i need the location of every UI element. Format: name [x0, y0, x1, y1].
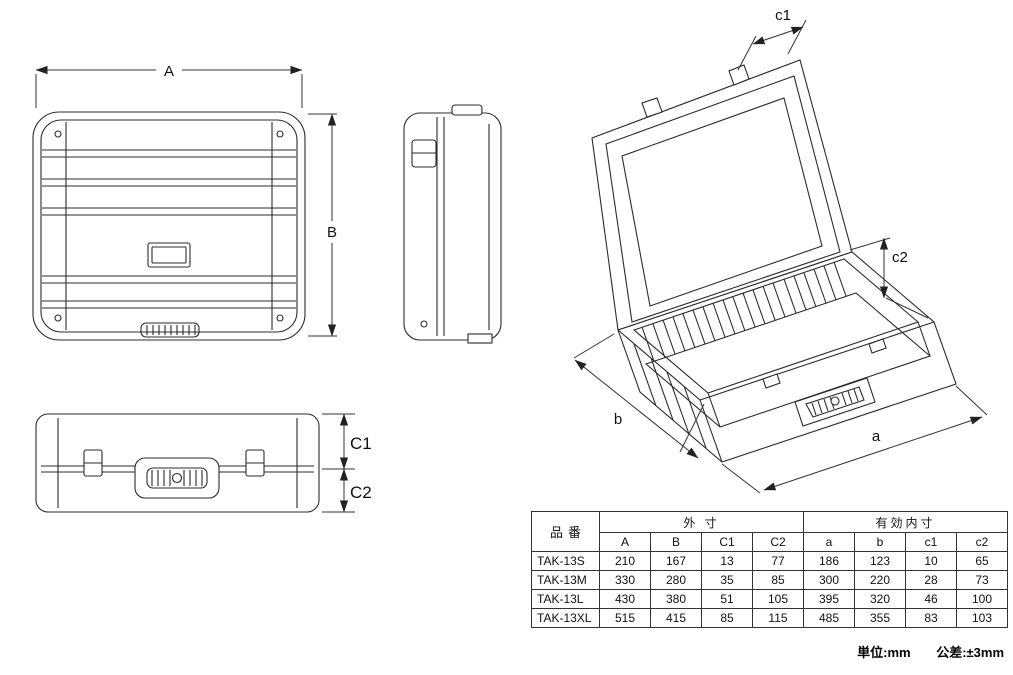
- col-header-a: a: [803, 532, 855, 552]
- value-cell: 300: [803, 570, 855, 590]
- unit-note: 単位:mm: [857, 645, 911, 660]
- dim-label-C2: C2: [350, 483, 372, 502]
- table-row: TAK-13L 430 380 51 105 395 320 46 100: [531, 589, 1008, 609]
- front-latch-right: [245, 449, 265, 477]
- col-header-b: b: [854, 532, 906, 552]
- table-header-cols: A B C1 C2 a b c1 c2: [532, 532, 1008, 552]
- table-row: TAK-13M 330 280 35 85 300 220 28 73: [531, 570, 1008, 590]
- label-plate: [147, 242, 191, 268]
- top-view: [32, 111, 306, 341]
- col-header-part: 品番: [531, 511, 600, 552]
- dim-B: B: [308, 113, 337, 337]
- iso-lid: [591, 59, 853, 331]
- lid-latch-1: [641, 97, 663, 118]
- dim-c2: c2: [849, 237, 929, 319]
- table-row: TAK-13XL 515 415 85 115 485 355 83 103: [531, 608, 1008, 628]
- value-cell: 395: [803, 589, 855, 609]
- dim-b: b: [573, 333, 705, 459]
- value-cell: 46: [905, 589, 957, 609]
- value-cell: 85: [701, 608, 753, 628]
- value-cell: 515: [599, 608, 651, 628]
- value-cell: 51: [701, 589, 753, 609]
- dim-C1-C2: C1 C2: [322, 413, 372, 513]
- spec-table: 品番 外 寸 有効内寸 A B C1 C2 a b c1 c2 TAK-13S …: [531, 511, 1008, 628]
- front-handle: [134, 457, 220, 499]
- value-cell: 73: [956, 570, 1008, 590]
- value-cell: 320: [854, 589, 906, 609]
- base-latch-catch-2: [868, 338, 887, 354]
- front-view: [35, 413, 320, 513]
- dim-a: a: [721, 385, 988, 494]
- footer-note: 単位:mm 公差:±3mm: [857, 642, 1004, 661]
- value-cell: 77: [752, 551, 804, 571]
- top-handle: [140, 322, 200, 338]
- value-cell: 35: [701, 570, 753, 590]
- part-number: TAK-13S: [531, 551, 600, 571]
- value-cell: 103: [956, 608, 1008, 628]
- table-row: TAK-13S 210 167 13 77 186 123 10 65: [531, 551, 1008, 571]
- col-header-c1: c1: [905, 532, 957, 552]
- part-number: TAK-13M: [531, 570, 600, 590]
- value-cell: 210: [599, 551, 651, 571]
- lid-latch-2: [728, 64, 750, 86]
- dim-label-A: A: [164, 63, 174, 80]
- value-cell: 123: [854, 551, 906, 571]
- value-cell: 13: [701, 551, 753, 571]
- dim-c1: c1: [737, 7, 807, 71]
- value-cell: 167: [650, 551, 702, 571]
- front-latch-left: [83, 449, 103, 477]
- value-cell: 28: [905, 570, 957, 590]
- base-latch-catch-1: [762, 373, 781, 389]
- value-cell: 115: [752, 608, 804, 628]
- value-cell: 105: [752, 589, 804, 609]
- table-header-groups: 品番 外 寸 有効内寸: [531, 511, 1008, 552]
- top-view-ribs: [42, 122, 296, 330]
- value-cell: 85: [752, 570, 804, 590]
- col-header-C1: C1: [701, 532, 753, 552]
- dim-label-a: a: [872, 428, 881, 445]
- value-cell: 100: [956, 589, 1008, 609]
- side-latch: [411, 139, 437, 168]
- value-cell: 485: [803, 608, 855, 628]
- value-cell: 65: [956, 551, 1008, 571]
- value-cell: 83: [905, 608, 957, 628]
- value-cell: 355: [854, 608, 906, 628]
- dim-label-c1: c1: [775, 7, 791, 24]
- value-cell: 415: [650, 608, 702, 628]
- value-cell: 430: [599, 589, 651, 609]
- dim-A: A: [35, 63, 303, 108]
- col-header-A: A: [599, 532, 651, 552]
- value-cell: 186: [803, 551, 855, 571]
- iso-interior-ribs: [641, 261, 847, 362]
- value-cell: 330: [599, 570, 651, 590]
- dim-label-c2: c2: [892, 249, 908, 266]
- value-cell: 10: [905, 551, 957, 571]
- group-header-outer: 外 寸: [599, 511, 804, 533]
- col-header-B: B: [650, 532, 702, 552]
- col-header-c2: c2: [956, 532, 1008, 552]
- part-number: TAK-13L: [531, 589, 600, 609]
- value-cell: 220: [854, 570, 906, 590]
- value-cell: 280: [650, 570, 702, 590]
- part-number: TAK-13XL: [531, 608, 600, 628]
- side-view: [403, 104, 502, 344]
- group-header-inner: 有効内寸: [803, 511, 1008, 533]
- dim-label-b: b: [614, 411, 622, 428]
- value-cell: 380: [650, 589, 702, 609]
- tolerance-note: 公差:±3mm: [936, 645, 1004, 660]
- col-header-C2: C2: [752, 532, 804, 552]
- dim-label-B: B: [327, 224, 337, 241]
- dim-label-C1: C1: [350, 434, 372, 453]
